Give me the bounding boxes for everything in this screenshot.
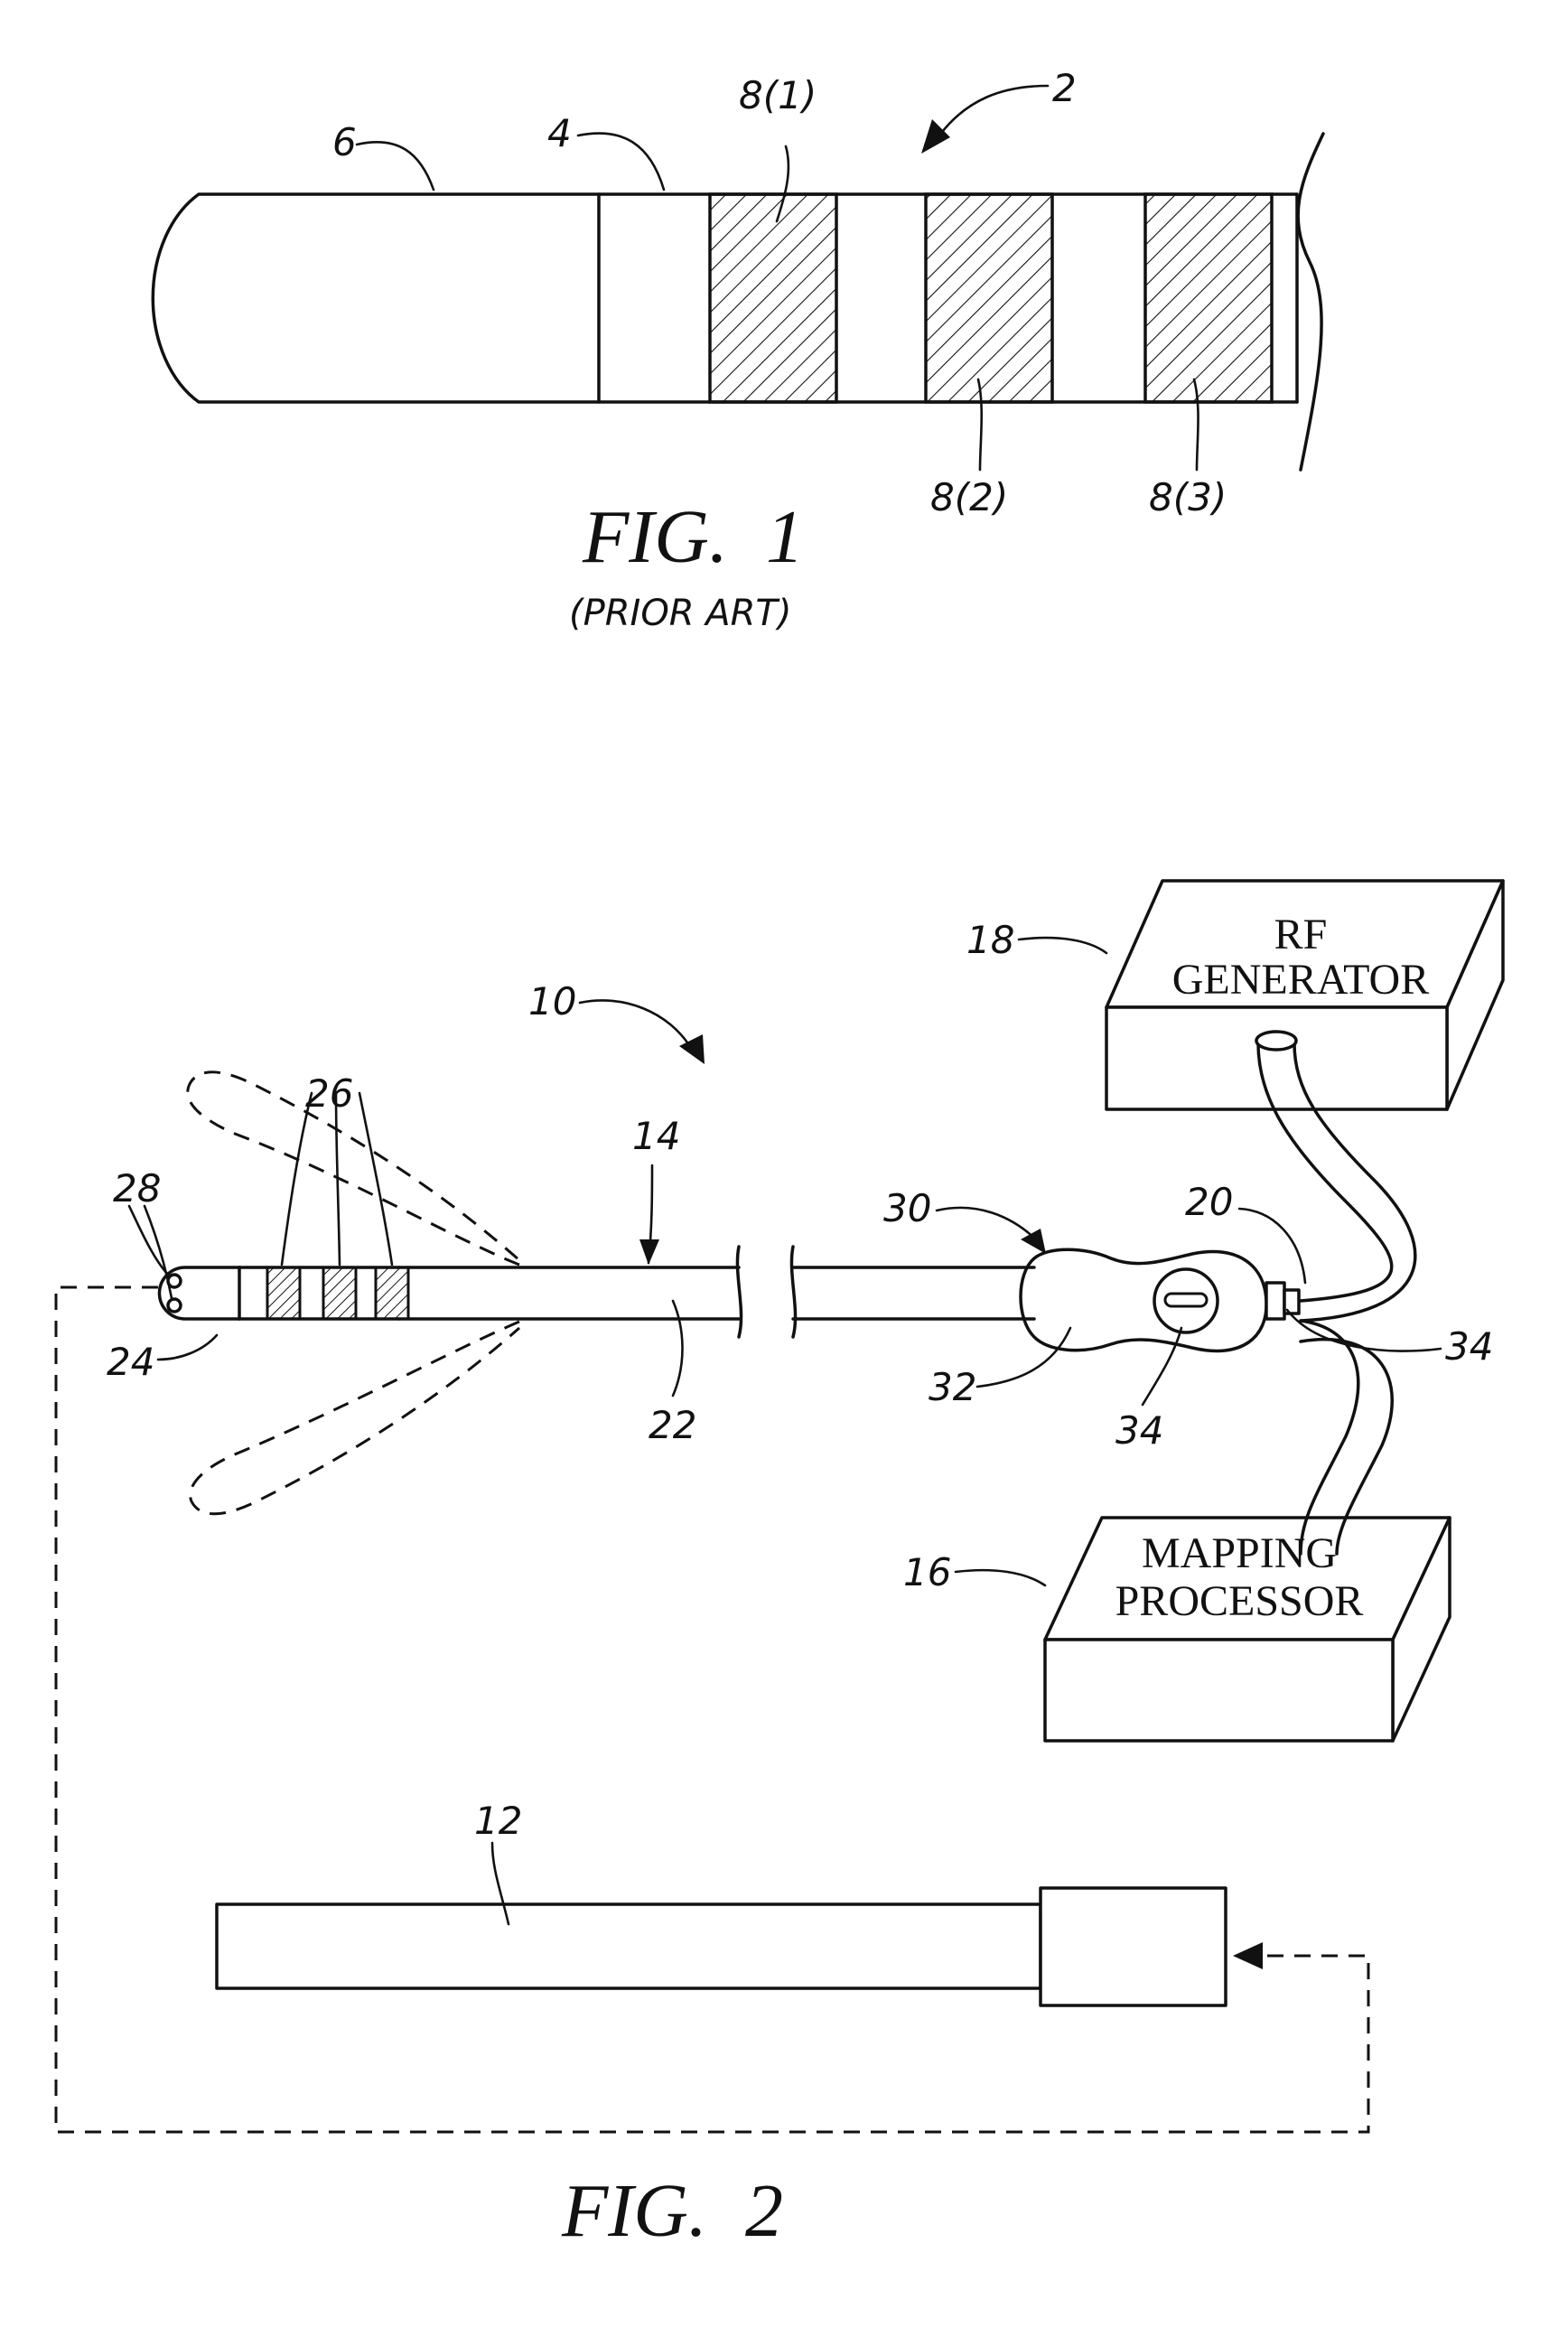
ref-8-1: 8(1) [739,73,817,117]
fig1-ring-electrode-2 [926,194,1052,402]
deflected-down [191,1322,519,1514]
ref-2: 2 [1052,66,1077,110]
handle-body [1021,1249,1266,1351]
ref-6: 6 [332,120,357,164]
ref-4: 4 [547,111,572,155]
ref-8-2: 8(2) [930,475,1008,519]
ref-34-knob: 34 [1115,1408,1163,1453]
ref-30: 30 [883,1186,931,1230]
rf-generator-label-1: RF [1274,911,1328,958]
ring-electrode-2 [323,1267,356,1319]
fig2-title: FIG. 2 [561,2169,783,2253]
ref-32: 32 [929,1365,976,1409]
arrowhead-14 [639,1239,659,1265]
ref-34-connector: 34 [1445,1324,1493,1369]
leader-30 [937,1208,1039,1242]
leader-6 [357,142,434,190]
ref-14: 14 [632,1114,680,1158]
fig1-title: FIG. 1 [582,495,804,579]
arrowhead-30 [1021,1229,1046,1254]
ring-electrode-3 [376,1267,408,1319]
leader-26-c [359,1093,392,1265]
leader-16 [956,1570,1045,1585]
rf-generator-front [1106,1007,1447,1109]
fig1-catheter [153,134,1323,470]
fig1-subtitle: (PRIOR ART) [569,593,792,634]
ref-26: 26 [305,1071,353,1116]
rf-generator-label-2: GENERATOR [1172,956,1429,1004]
imaging-device [217,1888,1226,2005]
ref-20: 20 [1185,1180,1233,1224]
ref-10: 10 [528,979,576,1024]
ref-18: 18 [966,918,1014,962]
fig2-catheter-shaft [159,1247,1034,1337]
shaft-break-left [737,1247,741,1337]
leader-4 [578,134,664,191]
signal-loop-arrow [1233,1942,1263,1969]
ref-12: 12 [474,1799,522,1843]
handle-assembly [1021,1249,1299,1351]
ref-22: 22 [649,1403,696,1447]
rf-generator-box: RF GENERATOR [1106,881,1503,1109]
leader-22 [673,1301,683,1396]
imaging-device-body [217,1904,1041,1988]
ref-8-3: 8(3) [1149,475,1227,519]
leader-2 [939,86,1048,136]
steering-knob-slot [1165,1294,1207,1306]
arrowhead-10 [679,1034,705,1064]
shaft-break-right [791,1247,795,1337]
leader-10 [580,1000,691,1048]
rf-cable-port [1256,1032,1296,1050]
handle-connector [1266,1283,1284,1319]
mapping-processor-label-1: MAPPING [1142,1529,1337,1577]
tip-element-2 [168,1299,181,1312]
fig1-ring-electrode-3 [1145,194,1272,402]
leader-34-connector [1287,1310,1441,1351]
mapping-processor-front [1045,1640,1393,1741]
ring-electrode-1 [267,1267,300,1319]
ref-24: 24 [107,1340,154,1384]
ref-28: 28 [113,1166,161,1211]
arrowhead-2 [921,119,950,154]
leader-18 [1019,938,1106,953]
leader-26-a [282,1093,312,1265]
imaging-device-head [1041,1888,1226,2005]
fig1-break-line [1298,134,1323,470]
mapping-processor-label-2: PROCESSOR [1115,1577,1364,1625]
mapping-processor-box: MAPPING PROCESSOR [1045,1518,1450,1741]
fig1-ring-electrode-1 [710,194,836,402]
ref-16: 16 [903,1550,951,1594]
leader-24 [158,1335,217,1360]
